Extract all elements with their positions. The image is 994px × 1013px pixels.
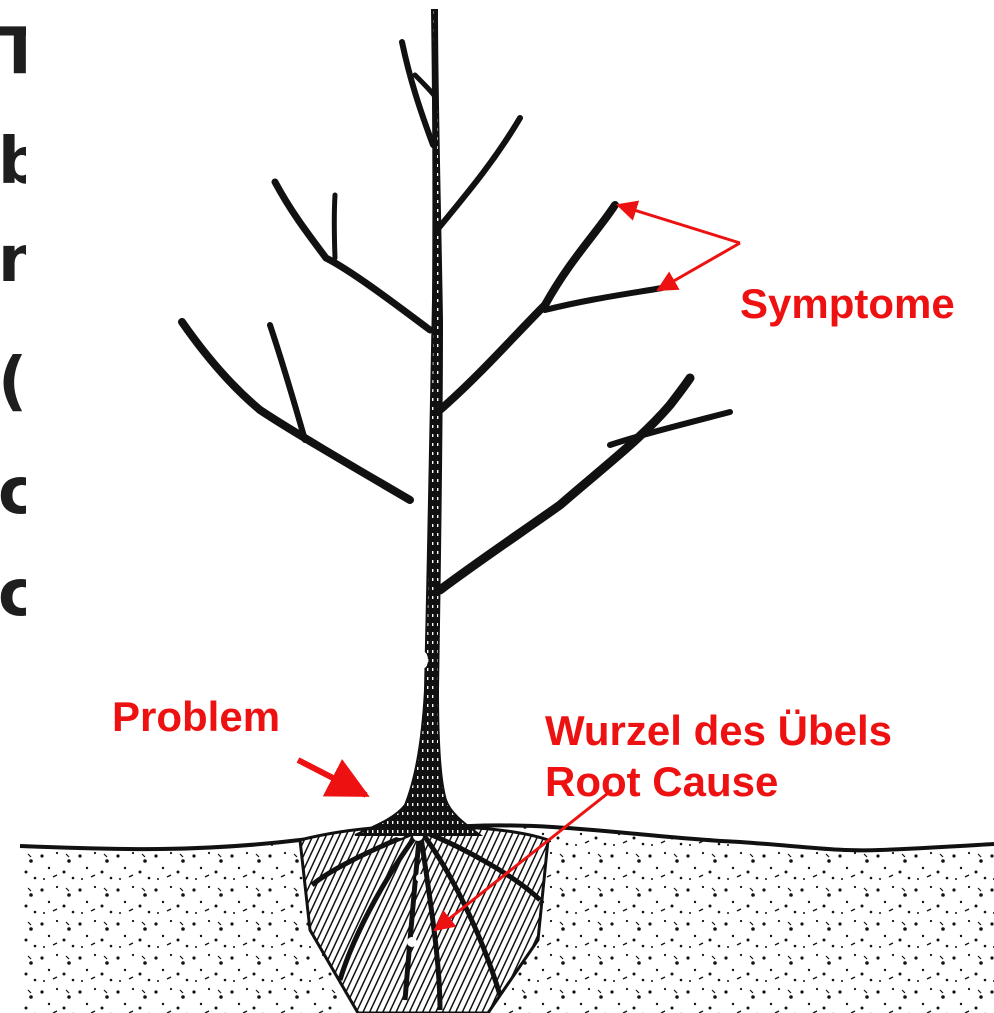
problem-label: Problem: [112, 693, 280, 741]
root-cause-label-en: Root Cause: [545, 758, 778, 806]
tree-trunk: [355, 10, 480, 835]
problem-arrow: [298, 760, 366, 795]
tree-branches: [182, 42, 730, 590]
symptom-arrow-lower: [658, 243, 740, 290]
annotation-arrows: [298, 205, 740, 930]
root-cause-label-de: Wurzel des Übels: [545, 707, 892, 755]
symptome-label: Symptome: [740, 280, 955, 328]
symptom-arrow-upper: [618, 205, 740, 243]
